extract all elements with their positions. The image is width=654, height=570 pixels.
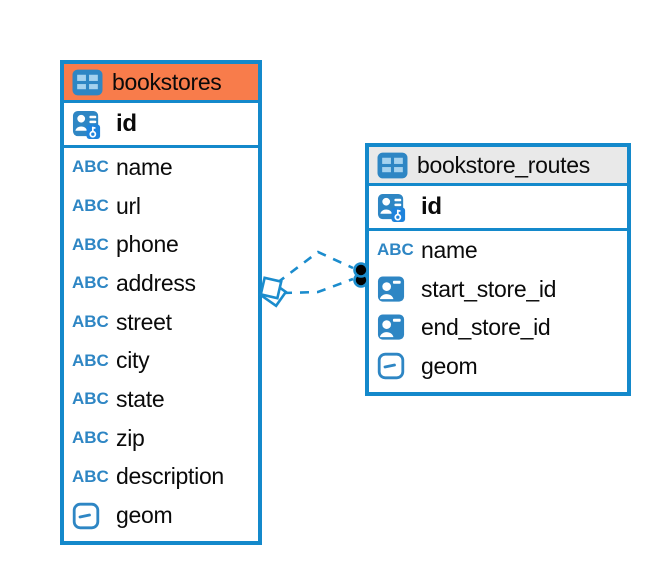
bookstores-table-header[interactable]: bookstores xyxy=(64,64,258,103)
relationship-line[interactable] xyxy=(282,277,354,295)
column-name: geom xyxy=(421,352,478,379)
column-name: zip xyxy=(116,424,145,451)
table-title: bookstores xyxy=(112,68,222,95)
column-row-phone[interactable]: ABC phone xyxy=(64,225,258,265)
column-row-street[interactable]: ABC street xyxy=(64,302,258,342)
text-type-icon: ABC xyxy=(72,428,109,448)
column-name: start_store_id xyxy=(421,275,557,302)
column-row-geom[interactable]: geom xyxy=(369,347,627,386)
foreign-key-icon xyxy=(377,313,413,342)
column-row-zip[interactable]: ABC zip xyxy=(64,418,258,458)
column-row-end_store_id[interactable]: end_store_id xyxy=(369,308,627,348)
column-name: geom xyxy=(116,502,173,529)
column-name: id xyxy=(116,110,137,137)
column-row-description[interactable]: ABC description xyxy=(64,457,258,497)
text-type-icon: ABC xyxy=(72,196,109,216)
column-row-url[interactable]: ABC url xyxy=(64,186,258,226)
column-name: id xyxy=(421,193,442,220)
geometry-type-icon xyxy=(377,352,413,380)
primary-key-icon xyxy=(72,109,108,140)
dot-marker[interactable] xyxy=(353,262,369,278)
text-type-icon: ABC xyxy=(72,312,109,332)
bookstore-routes-table-header[interactable]: bookstore_routes xyxy=(369,147,627,186)
column-name: description xyxy=(116,463,224,490)
column-name: street xyxy=(116,308,172,335)
column-name: phone xyxy=(116,231,179,258)
table-icon xyxy=(72,69,103,96)
column-row-city[interactable]: ABC city xyxy=(64,341,258,381)
diamond-marker[interactable] xyxy=(259,276,283,300)
column-row-name[interactable]: ABC name xyxy=(64,148,258,187)
column-row-state[interactable]: ABC state xyxy=(64,380,258,419)
text-type-icon: ABC xyxy=(72,466,109,486)
column-name: name xyxy=(116,153,173,180)
column-row-id[interactable]: id xyxy=(369,186,627,231)
relationship-line[interactable] xyxy=(276,250,354,285)
foreign-key-icon xyxy=(377,275,413,304)
table-icon xyxy=(377,152,408,179)
column-row-address[interactable]: ABC address xyxy=(64,264,258,303)
text-type-icon: ABC xyxy=(72,273,109,293)
primary-key-icon xyxy=(377,192,413,223)
column-row-geom[interactable]: geom xyxy=(64,496,258,535)
text-type-icon: ABC xyxy=(72,234,109,254)
text-type-icon: ABC xyxy=(72,350,109,370)
column-row-name[interactable]: ABC name xyxy=(369,231,627,270)
text-type-icon: ABC xyxy=(72,389,109,409)
geometry-type-icon xyxy=(72,502,108,530)
column-name: state xyxy=(116,385,165,412)
column-name: end_store_id xyxy=(421,314,551,341)
text-type-icon: ABC xyxy=(377,240,414,260)
column-name: name xyxy=(421,236,478,263)
column-name: address xyxy=(116,269,196,296)
column-name: city xyxy=(116,347,150,374)
text-type-icon: ABC xyxy=(72,157,109,177)
table-title: bookstore_routes xyxy=(417,151,590,178)
column-name: url xyxy=(116,192,141,219)
column-row-id[interactable]: id xyxy=(64,103,258,148)
column-row-start_store_id[interactable]: start_store_id xyxy=(369,269,627,309)
